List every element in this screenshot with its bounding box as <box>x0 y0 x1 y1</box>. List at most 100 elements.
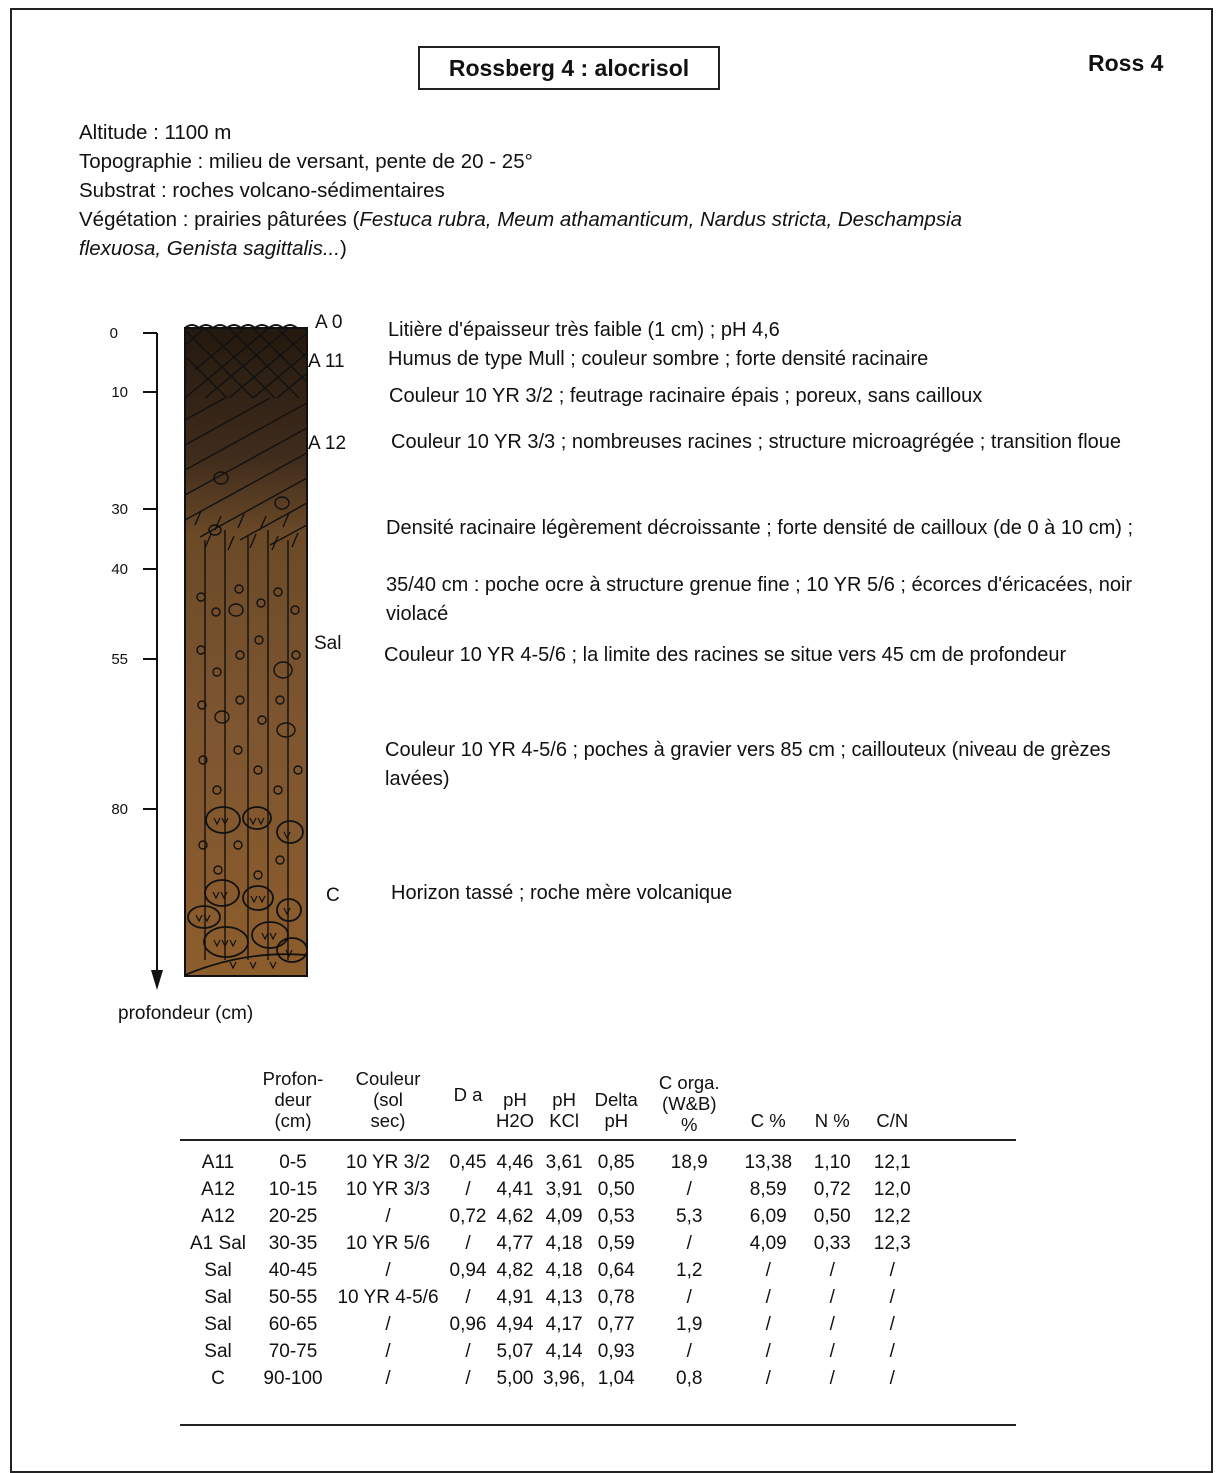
table-cell: 0,96 <box>449 1314 487 1335</box>
description-a11: Couleur 10 YR 3/2 ; feutrage racinaire é… <box>389 385 983 407</box>
table-cell: 0,45 <box>449 1152 487 1173</box>
header-profondeur: Profon- deur (cm) <box>262 1068 324 1131</box>
table-cell: / <box>465 1179 471 1200</box>
table-cell: / <box>686 1179 692 1200</box>
vegetation-line-2: flexuosa, Genista sagittalis...) <box>79 234 1169 263</box>
table-cell: 4,17 <box>545 1314 583 1335</box>
header-couleur: Couleur (sol sec) <box>355 1068 421 1131</box>
table-cell: 0-5 <box>279 1152 307 1173</box>
analysis-table: Profon- deur (cm) Couleur (sol sec) D a … <box>180 1068 922 1392</box>
table-cell: / <box>765 1314 771 1335</box>
table-cell: / <box>385 1314 391 1335</box>
depth-tick-40: 40 <box>111 561 128 578</box>
soil-column <box>184 324 308 977</box>
table-cell: 30-35 <box>268 1233 318 1254</box>
table-cell: / <box>385 1341 391 1362</box>
table-cell: 5,07 <box>496 1341 534 1362</box>
table-cell: 10-15 <box>268 1179 318 1200</box>
table-cell: / <box>765 1260 771 1281</box>
substrate-line: Substrat : roches volcano-sédimentaires <box>79 179 445 202</box>
table-cell: 13,38 <box>744 1152 793 1173</box>
table-cell: 40-45 <box>268 1260 318 1281</box>
depth-tick-80: 80 <box>111 801 128 818</box>
table-cell: 3,61 <box>545 1152 583 1173</box>
table-cell: 0,72 <box>449 1206 487 1227</box>
header-da: D a <box>453 1084 483 1105</box>
vegetation-line: Végétation : prairies pâturées (Festuca … <box>79 205 1169 234</box>
table-cell: 4,94 <box>496 1314 534 1335</box>
header-delta-ph: Delta pH <box>594 1089 638 1131</box>
table-cell: 4,18 <box>545 1260 583 1281</box>
header-c-n: C/N <box>876 1110 909 1131</box>
horizon-label-a11: A 11 <box>308 351 345 372</box>
table-cell: 1,04 <box>597 1368 635 1389</box>
table-cell: / <box>765 1368 771 1389</box>
table-cell: / <box>465 1341 471 1362</box>
table-cell: 4,77 <box>496 1233 534 1254</box>
header-ph-h2o: pH H2O <box>495 1089 535 1131</box>
depth-tick-10: 10 <box>111 384 128 401</box>
description-transition: Densité racinaire légèrement décroissant… <box>386 517 1134 539</box>
description-gravel: Couleur 10 YR 4-5/6 ; poches à gravier v… <box>385 739 1111 790</box>
table-cell: / <box>829 1314 835 1335</box>
table-cell: / <box>889 1314 895 1335</box>
table-cell: 4,18 <box>545 1233 583 1254</box>
table-cell: / <box>385 1368 391 1389</box>
table-cell: C <box>211 1368 225 1389</box>
table-cell: 0,77 <box>597 1314 635 1335</box>
horizon-label-a12: A 12 <box>308 433 347 454</box>
depth-tick-55: 55 <box>111 651 128 668</box>
table-cell: 0,93 <box>597 1341 635 1362</box>
description-litter: Litière d'épaisseur très faible (1 cm) ;… <box>388 319 780 341</box>
table-cell: / <box>765 1287 771 1308</box>
profile-code: Ross 4 <box>1088 50 1164 76</box>
description-ochre-pocket: 35/40 cm : poche ocre à structure grenue… <box>386 574 1133 625</box>
header-c-percent: C % <box>750 1110 786 1131</box>
table-cell: 12,1 <box>873 1152 911 1173</box>
header-horizon <box>180 1068 256 1135</box>
vegetation-suffix: ) <box>339 237 347 260</box>
table-cell: / <box>829 1341 835 1362</box>
table-cell: A11 <box>201 1152 235 1173</box>
table-cell: 4,91 <box>496 1287 534 1308</box>
table-cell: 0,59 <box>597 1233 635 1254</box>
horizon-label-a0: A 0 <box>315 312 343 333</box>
table-cell: / <box>829 1368 835 1389</box>
table-cell: 60-65 <box>268 1314 318 1335</box>
depth-axis-label: profondeur (cm) <box>118 1003 254 1024</box>
table-cell: 4,13 <box>545 1287 583 1308</box>
table-cell: 4,41 <box>496 1179 534 1200</box>
table-header-row: Profon- deur (cm) Couleur (sol sec) D a … <box>180 1068 922 1135</box>
table-cell: / <box>465 1287 471 1308</box>
table-cell: 4,09 <box>545 1206 583 1227</box>
table-cell: / <box>686 1287 692 1308</box>
header-n-percent: N % <box>814 1110 850 1131</box>
table-cell: 5,00 <box>496 1368 534 1389</box>
table-cell: 10 YR 4-5/6 <box>337 1287 439 1308</box>
table-cell: 3,96, <box>543 1368 586 1389</box>
description-sal: Couleur 10 YR 4-5/6 ; la limite des raci… <box>384 644 1067 666</box>
table-cell: 4,09 <box>749 1233 787 1254</box>
table-cell: 4,46 <box>496 1152 534 1173</box>
table-cell: / <box>829 1260 835 1281</box>
table-cell: 0,94 <box>449 1260 487 1281</box>
table-cell: A1 Sal <box>190 1233 246 1254</box>
table-cell: Sal <box>204 1260 232 1281</box>
description-a12: Couleur 10 YR 3/3 ; nombreuses racines ;… <box>391 431 1121 453</box>
table-cell: 1,2 <box>676 1260 703 1281</box>
table-cell: Sal <box>204 1341 232 1362</box>
depth-tick-0: 0 <box>109 325 118 342</box>
table-cell: 0,78 <box>597 1287 635 1308</box>
table-cell: 10 YR 3/3 <box>345 1179 431 1200</box>
table-cell: Sal <box>204 1287 232 1308</box>
topography-line: Topographie : milieu de versant, pente d… <box>79 150 533 173</box>
page-title: Rossberg 4 : alocrisol <box>418 46 720 90</box>
table-cell: 0,50 <box>813 1206 851 1227</box>
table-cell: 4,14 <box>545 1341 583 1362</box>
